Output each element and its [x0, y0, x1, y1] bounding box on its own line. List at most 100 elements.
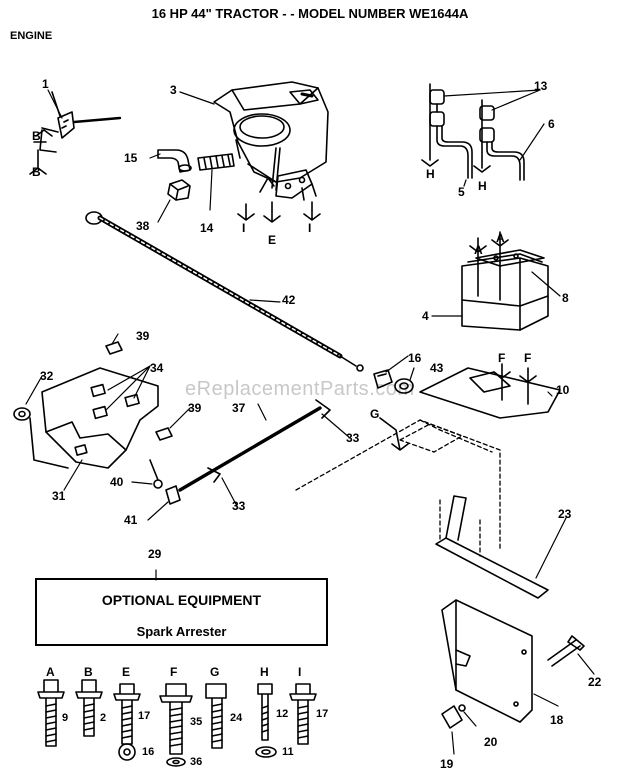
- part-37-rod: [178, 399, 331, 492]
- bolt-I: [289, 683, 317, 745]
- hardware-qty-B: 2: [100, 712, 107, 724]
- part-1-bracket: [29, 91, 122, 175]
- part-18-panel: [441, 599, 533, 723]
- callout-18: 18: [550, 713, 564, 727]
- letter-E: E: [268, 233, 277, 247]
- part-19-knob: [441, 705, 463, 729]
- part-42-cable: [85, 211, 364, 372]
- section-label: ENGINE: [10, 30, 53, 42]
- hardware-qty-I: 17: [316, 708, 329, 720]
- letter-I-right: I: [308, 221, 312, 235]
- hardware-letter-B: B: [84, 665, 93, 679]
- part-22-bolt: [547, 635, 585, 667]
- part-38-nut: [167, 179, 191, 201]
- letter-H-right: H: [478, 179, 487, 193]
- bolt-A: [37, 679, 65, 747]
- part-16-clamp: [373, 369, 393, 389]
- hardware-qty-G: 24: [230, 712, 243, 724]
- leader-lines: [25, 89, 595, 755]
- hardware-letter-E: E: [122, 665, 131, 679]
- letter-G: G: [370, 407, 380, 421]
- callout-38: 38: [136, 219, 150, 233]
- letter-F-right: F: [524, 351, 532, 365]
- callout-41: 41: [124, 513, 138, 527]
- callout-42: 42: [282, 293, 296, 307]
- letter-B-lower: B: [32, 165, 41, 179]
- hardware-letter-I: I: [298, 665, 302, 679]
- callout-43: 43: [430, 361, 444, 375]
- part-32-bushing: [13, 407, 31, 421]
- optional-equipment-item: Spark Arrester: [136, 624, 227, 639]
- hardware-qty-F: 35: [190, 716, 203, 728]
- hardware-letter-H: H: [260, 665, 269, 679]
- letter-A-left: A: [474, 243, 483, 257]
- callout-40: 40: [110, 475, 124, 489]
- callout-13: 13: [534, 79, 548, 93]
- callout-37: 37: [232, 401, 246, 415]
- hardware-washer-H: 11: [282, 746, 294, 758]
- callout-33-upper: 33: [346, 431, 360, 445]
- bolt-B: [75, 679, 103, 737]
- hardware-washer-E: 16: [142, 746, 155, 758]
- letter-H-left: H: [426, 167, 435, 181]
- chassis-outline: [295, 419, 501, 557]
- callout-31: 31: [52, 489, 66, 503]
- bolt-markers-engine: [237, 201, 321, 223]
- callout-8: 8: [562, 291, 569, 305]
- part-4-muffler: [461, 253, 549, 331]
- watermark: eReplacementParts.com: [185, 378, 415, 400]
- bolt-G: [205, 683, 227, 749]
- callout-5: 5: [458, 185, 465, 199]
- part-31-bracket: [29, 367, 159, 469]
- bolt-H: [255, 683, 277, 758]
- part-G-marker: [379, 417, 409, 451]
- part-43-clip: [394, 378, 414, 394]
- callout-23: 23: [558, 507, 572, 521]
- callout-39-upper: 39: [136, 329, 150, 343]
- hardware-letter-G: G: [210, 665, 220, 679]
- part-6-fuel-line: [473, 99, 525, 181]
- callout-16: 16: [408, 351, 422, 365]
- callout-34: 34: [150, 361, 164, 375]
- letter-A-right: A: [496, 231, 505, 245]
- bolt-F: [159, 683, 193, 767]
- hardware-bolts: [37, 679, 317, 767]
- part-14-fitting: [197, 153, 235, 171]
- hardware-qty-E: 17: [138, 710, 151, 722]
- part-5-fuel-line: [421, 83, 473, 179]
- part-10-shield: [419, 363, 561, 419]
- callout-10: 10: [556, 383, 570, 397]
- callout-4: 4: [422, 309, 429, 323]
- callout-39-lower: 39: [188, 401, 202, 415]
- callout-32: 32: [40, 369, 54, 383]
- callout-15: 15: [124, 151, 138, 165]
- bolt-E: [113, 683, 141, 761]
- part-20-screw: [458, 704, 466, 712]
- callout-14: 14: [200, 221, 214, 235]
- callout-20: 20: [484, 735, 498, 749]
- callout-19: 19: [440, 757, 454, 771]
- hardware-letter-F: F: [170, 665, 178, 679]
- hardware-washer-F: 36: [190, 756, 203, 768]
- callout-6: 6: [548, 117, 555, 131]
- hardware-letter-A: A: [46, 665, 55, 679]
- callout-29: 29: [148, 547, 162, 561]
- letter-B-upper: B: [32, 129, 41, 143]
- letter-I-left: I: [242, 221, 246, 235]
- optional-equipment-box: OPTIONAL EQUIPMENT Spark Arrester: [35, 578, 328, 646]
- optional-equipment-title: OPTIONAL EQUIPMENT: [101, 592, 262, 608]
- part-23-plate: [435, 495, 549, 599]
- part-40-41-pivot: [149, 459, 181, 505]
- hardware-qty-H: 12: [276, 708, 289, 720]
- callout-33-lower: 33: [232, 499, 246, 513]
- letter-F-left: F: [498, 351, 506, 365]
- diagram-title: 16 HP 44" TRACTOR - - MODEL NUMBER WE164…: [151, 6, 469, 21]
- part-15-elbow: [157, 149, 192, 173]
- part-8-bracket: [469, 231, 545, 301]
- hardware-qty-A: 9: [62, 712, 69, 724]
- part-3-engine: [213, 81, 329, 201]
- callout-3: 3: [170, 83, 177, 97]
- part-39-pad: [105, 341, 173, 441]
